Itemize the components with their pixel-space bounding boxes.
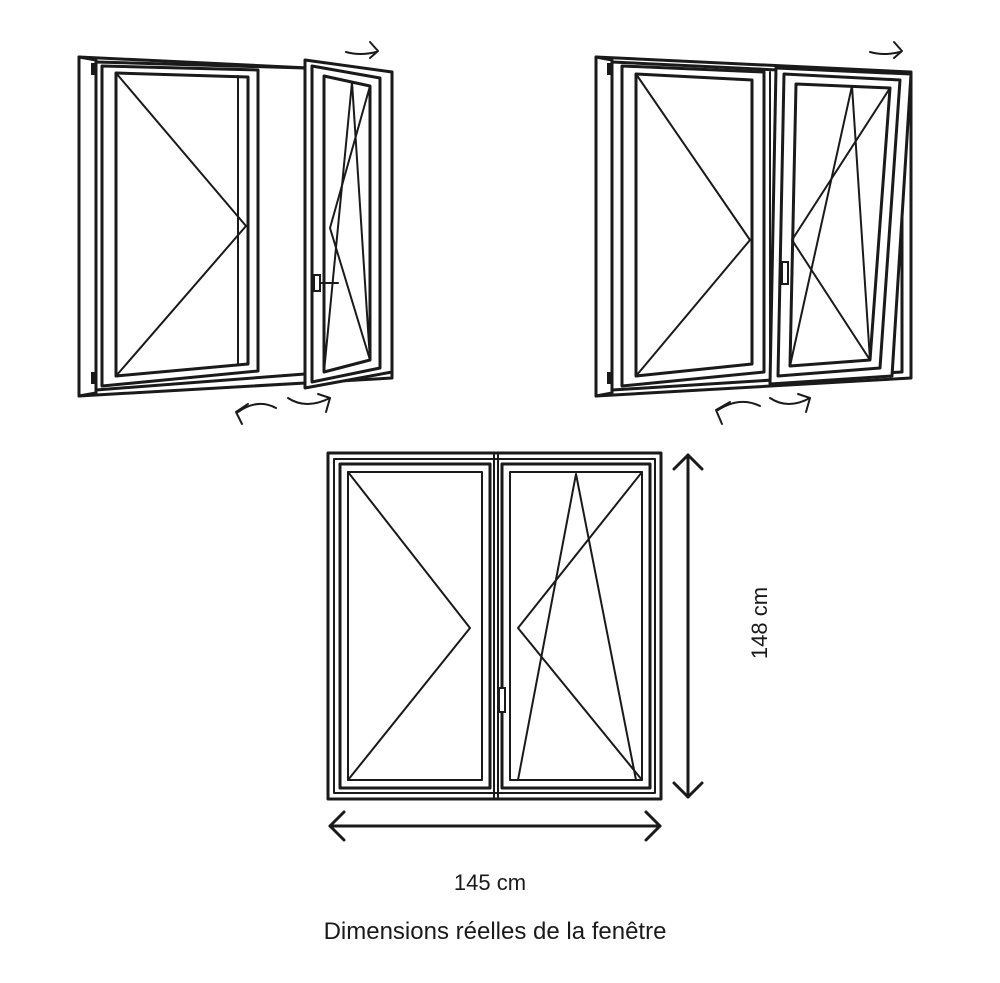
right-sash-tilt-mark: [517, 473, 637, 781]
tilted-sash-tilt-mark: [789, 85, 871, 367]
height-arrow-icon: [672, 453, 704, 799]
handle-icon: [313, 274, 339, 292]
swing-arrow-icon: [235, 393, 331, 425]
width-dimension-label: 145 cm: [453, 870, 527, 895]
tilt-arrow-icon: [345, 41, 379, 59]
left-sash-opening-mark: [115, 72, 247, 377]
hinge-bottom: [91, 372, 96, 384]
frame-outer: [326, 451, 663, 801]
right-sash-glass: [509, 471, 643, 781]
open-sash-face: [310, 64, 382, 384]
width-arrow-icon: [328, 810, 662, 842]
open-sash-tilt-mark: [323, 81, 371, 373]
left-sash-opening-mark: [635, 73, 751, 377]
window-front-view: [326, 451, 704, 842]
left-sash-opening-mark: [347, 471, 471, 781]
hinge-top: [607, 63, 612, 75]
left-sash-glass: [114, 71, 250, 378]
height-dimension-label: 148 cm: [747, 586, 772, 660]
open-sash-opening-mark: [329, 85, 371, 361]
frame-inner: [94, 60, 307, 392]
handle-icon: [781, 261, 789, 285]
frame-side-depth: [594, 55, 614, 398]
right-sash-opening-mark: [517, 471, 643, 781]
handle-icon: [498, 687, 506, 713]
right-sash: [500, 462, 652, 790]
caption: Dimensions réelles de la fenêtre: [323, 918, 667, 945]
hinge-bottom: [607, 372, 612, 384]
tilted-sash-face: [776, 72, 902, 378]
window-tilt-open-view: [594, 41, 913, 425]
left-sash: [338, 462, 492, 790]
left-sash-glass: [347, 471, 483, 781]
left-sash: [620, 64, 766, 388]
hinge-top: [91, 63, 96, 75]
tilted-sash-opening-mark: [791, 87, 891, 361]
left-sash-glass: [634, 72, 754, 378]
left-sash: [100, 64, 260, 388]
swing-arrow-icon: [715, 393, 811, 425]
window-casement-open-view: [77, 41, 394, 425]
tilted-sash: [768, 66, 913, 386]
frame-side-depth: [77, 55, 98, 398]
tilt-arrow-icon: [869, 41, 903, 59]
